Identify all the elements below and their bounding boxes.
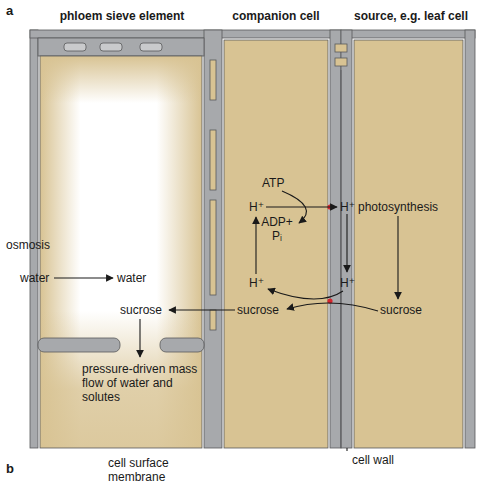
cell-heading: source, e.g. leaf cell bbox=[354, 9, 468, 23]
ion-label: H⁺ bbox=[340, 276, 355, 290]
cell-region: companion cellATPH⁺ADP+ PᵢH⁺sucrose bbox=[222, 30, 330, 448]
ion-label: H⁺ bbox=[249, 276, 264, 290]
cell-heading: companion cell bbox=[232, 9, 319, 23]
ion-label: H⁺ bbox=[340, 200, 355, 214]
cell-heading: phloem sieve element bbox=[60, 9, 185, 23]
cell-text: water bbox=[117, 271, 146, 285]
process-label: osmosis bbox=[6, 238, 50, 252]
part-label: cell surface membrane bbox=[108, 456, 186, 484]
molecule-label: ATP bbox=[262, 176, 284, 190]
panel-letter: b bbox=[6, 462, 14, 476]
molecule-label: ADP+ Pᵢ bbox=[259, 215, 295, 243]
molecule-label: sucrose bbox=[237, 303, 279, 317]
ion-label: H⁺ bbox=[249, 200, 264, 214]
cell-region: phloem sieve elementwatersucrosepressure… bbox=[30, 30, 222, 448]
panel-letter: a bbox=[6, 4, 13, 18]
molecule-label: sucrose bbox=[380, 303, 422, 317]
part-label: cell wall bbox=[352, 453, 394, 467]
cell-region: source, e.g. leaf cellphotosynthesissucr… bbox=[352, 30, 475, 448]
cell-text: pressure-driven mass flow of water and s… bbox=[82, 362, 206, 404]
molecule-label: water bbox=[20, 271, 49, 285]
cell-text: sucrose bbox=[120, 303, 162, 317]
process-label: photosynthesis bbox=[358, 200, 438, 214]
